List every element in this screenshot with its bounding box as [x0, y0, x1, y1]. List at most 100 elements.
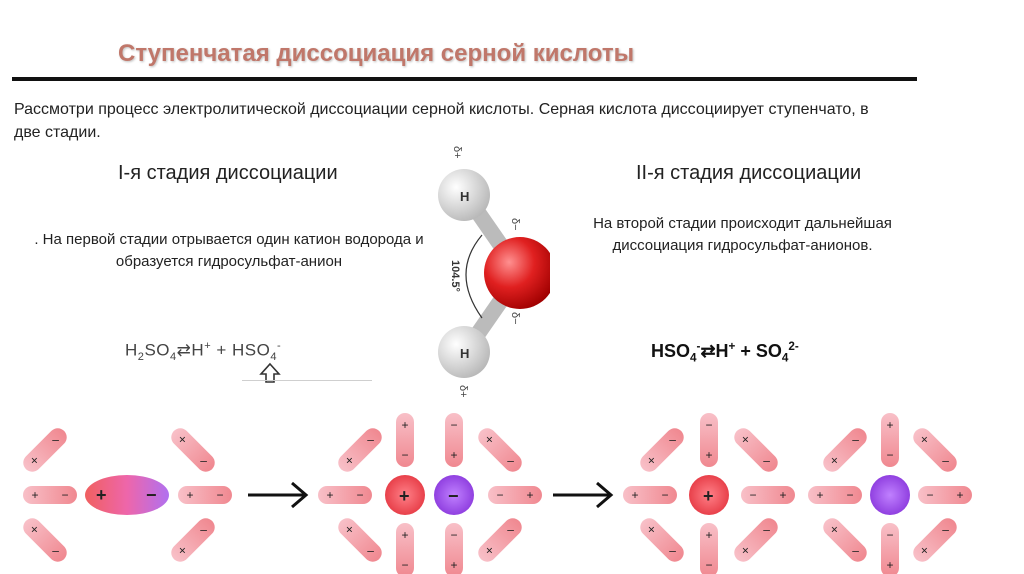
dipole-charge: −: [61, 488, 68, 502]
water-dipole: ×–: [338, 518, 382, 562]
dipole-charge: ×: [648, 454, 655, 468]
free-cation: [689, 475, 729, 515]
water-dipole: ×–: [734, 518, 778, 562]
dipole-charge: –: [763, 522, 770, 536]
stage1-equation: H2SO4⇄H+ + HSO4-: [125, 340, 282, 364]
hydrated-cation: [385, 475, 425, 515]
dipole-charge: –: [200, 522, 207, 536]
dipole-charge: ×: [31, 454, 38, 468]
stage2-equation: HSO4-⇄H+ + SO42-: [651, 340, 799, 365]
dipole-charge: +: [450, 558, 457, 572]
h-label-top: H: [460, 189, 469, 204]
dipole-charge: −: [846, 488, 853, 502]
water-dipole: ×–: [734, 428, 778, 472]
dipole-charge: +: [705, 528, 712, 542]
dipole-charge: –: [942, 454, 949, 468]
water-molecule: H H 104.5° δ+ δ+ δ− δ−: [438, 146, 550, 398]
dipole-charge: –: [507, 522, 514, 536]
water-dipole: +−: [881, 413, 899, 467]
water-dipole: ×–: [171, 428, 215, 472]
dipole-charge: +: [31, 488, 38, 502]
up-arrow-icon: [259, 362, 281, 383]
dipole-charge: +: [401, 418, 408, 432]
dipole-charge: −: [926, 488, 933, 502]
dipole-charge: +: [886, 558, 893, 572]
free-anion: [870, 475, 910, 515]
water-dipole: −+: [445, 413, 463, 467]
water-dipole: ×–: [640, 518, 684, 562]
water-dipole: ×–: [171, 518, 215, 562]
dipole-charge: −: [401, 448, 408, 462]
water-dipole: −+: [700, 413, 718, 467]
dipole-charge: +: [186, 488, 193, 502]
dipole-charge: +: [816, 488, 823, 502]
water-dipole: ×–: [23, 518, 67, 562]
dipole-charge: ×: [346, 454, 353, 468]
water-dipole: −+: [488, 486, 542, 504]
dipole-charge: –: [52, 432, 59, 446]
free-cation-plus-sign: +: [703, 486, 714, 506]
water-dipole: ×–: [913, 518, 957, 562]
title-underline: [12, 77, 917, 81]
water-dipole: ×–: [478, 518, 522, 562]
water-dipole: +−: [178, 486, 232, 504]
dipole-charge: ×: [31, 522, 38, 536]
delta-minus-bottom: δ−: [509, 312, 521, 325]
dipole-charge: ×: [486, 432, 493, 446]
dipole-charge: ×: [742, 432, 749, 446]
dipole-charge: +: [705, 448, 712, 462]
stage2-heading: II-я стадия диссоциации: [636, 162, 862, 184]
dipole-charge: −: [496, 488, 503, 502]
water-dipole: +−: [700, 523, 718, 574]
dipole-charge: −: [450, 528, 457, 542]
water-dipole: −+: [918, 486, 972, 504]
stage2-description: На второй стадии происходит дальнейшая д…: [593, 215, 892, 254]
dipole-charge: +: [450, 448, 457, 462]
angle-label: 104.5°: [449, 260, 461, 292]
equation-underline: [242, 380, 372, 381]
dipole-charge: ×: [648, 522, 655, 536]
hydration-diagram: ×–×–×–×–+−+−×–+−×–+−+−−+×–−+×–−+×–−+×–+−…: [23, 413, 972, 574]
dipole-charge: –: [669, 432, 676, 446]
dipole-charge: ×: [346, 522, 353, 536]
hydrogen-atom-top: [438, 169, 490, 221]
dipole-charge: −: [356, 488, 363, 502]
water-dipole: ×–: [823, 518, 867, 562]
dipole-charge: +: [401, 528, 408, 542]
water-dipole: ×–: [913, 428, 957, 472]
acid-molecule: [85, 475, 169, 515]
dipole-charge: +: [631, 488, 638, 502]
water-dipole: +−: [808, 486, 862, 504]
water-dipole: +−: [623, 486, 677, 504]
dipole-charge: ×: [486, 544, 493, 558]
angle-arc: [465, 234, 483, 319]
water-dipole: −+: [881, 523, 899, 574]
water-dipole: −+: [741, 486, 795, 504]
dipole-charge: –: [852, 544, 859, 558]
dipole-charge: ×: [921, 544, 928, 558]
dipole-charge: –: [942, 522, 949, 536]
stage1-heading: I-я стадия диссоциации: [118, 162, 338, 184]
dipole-charge: ×: [831, 522, 838, 536]
dipole-charge: −: [661, 488, 668, 502]
dipole-charge: ×: [921, 432, 928, 446]
dipole-charge: −: [401, 558, 408, 572]
dissociation-arrow-1: [248, 481, 309, 509]
delta-minus-top: δ−: [509, 218, 521, 231]
dipole-charge: –: [507, 454, 514, 468]
hydrogen-atom-bottom: [438, 326, 490, 378]
dipole-charge: ×: [179, 432, 186, 446]
dipole-charge: −: [749, 488, 756, 502]
dipole-charge: –: [852, 432, 859, 446]
delta-plus-top: δ+: [451, 146, 463, 159]
dipole-charge: ×: [831, 454, 838, 468]
dipole-charge: ×: [742, 544, 749, 558]
hydrated-anion: [434, 475, 474, 515]
water-dipole: ×–: [823, 428, 867, 472]
dipole-charge: +: [326, 488, 333, 502]
dipole-charge: −: [705, 418, 712, 432]
dipole-charge: –: [763, 454, 770, 468]
water-dipoles: ×–×–×–×–+−+−×–+−×–+−+−−+×–−+×–−+×–−+×–+−…: [23, 413, 972, 574]
water-dipole: +−: [396, 523, 414, 574]
dipole-charge: −: [216, 488, 223, 502]
